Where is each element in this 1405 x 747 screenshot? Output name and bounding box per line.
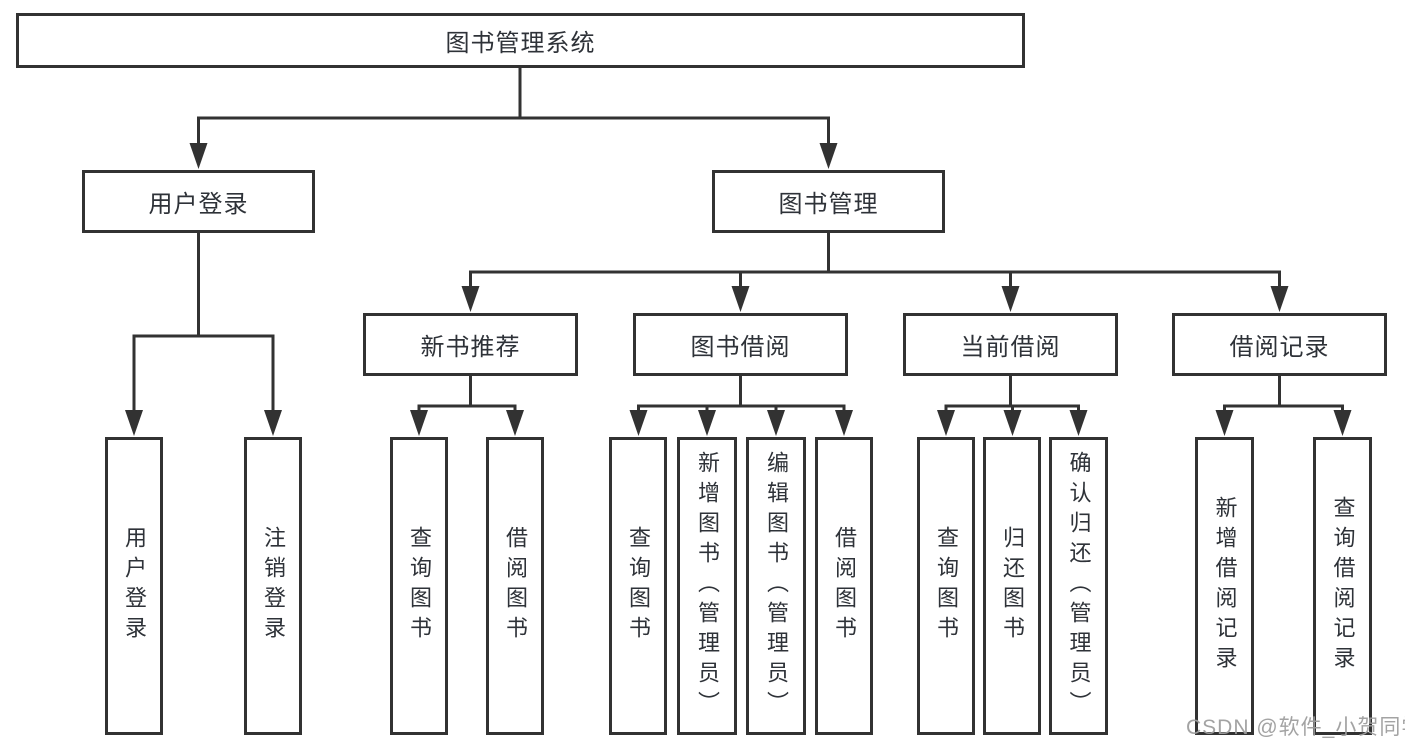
leaf-add-borrow-record: 新增借阅记录 — [1195, 437, 1254, 735]
leaf-label: 确认归还（管理员） — [1066, 451, 1092, 721]
leaf-edit-books-admin: 编辑图书（管理员） — [746, 437, 806, 735]
node-label: 新书推荐 — [420, 334, 521, 361]
leaf-user-login: 用户登录 — [105, 437, 163, 735]
node-label: 图书管理系统 — [445, 30, 596, 57]
leaf-query-books: 查询图书 — [917, 437, 975, 735]
leaf-confirm-return-admin: 确认归还（管理员） — [1049, 437, 1108, 735]
node-library-management-system: 图书管理系统 — [16, 13, 1025, 68]
node-current-borrowing: 当前借阅 — [903, 313, 1118, 376]
leaf-return-books: 归还图书 — [983, 437, 1041, 735]
node-label: 当前借阅 — [960, 334, 1061, 361]
node-label: 图书管理 — [778, 191, 879, 218]
node-book-management: 图书管理 — [712, 170, 945, 233]
leaf-label: 归还图书 — [1000, 526, 1025, 646]
leaf-label: 新增图书（管理员） — [695, 451, 720, 721]
leaf-label: 借阅图书 — [832, 526, 857, 646]
leaf-label: 查询图书 — [626, 526, 651, 646]
leaf-label: 用户登录 — [122, 526, 147, 646]
node-book-borrowing: 图书借阅 — [633, 313, 848, 376]
leaf-label: 查询借阅记录 — [1330, 496, 1356, 676]
leaf-label: 编辑图书（管理员） — [764, 451, 789, 721]
node-label: 借阅记录 — [1229, 334, 1330, 361]
leaf-query-borrow-record: 查询借阅记录 — [1313, 437, 1372, 735]
node-label: 用户登录 — [148, 191, 249, 218]
leaf-query-books: 查询图书 — [390, 437, 448, 735]
node-new-book-recommend: 新书推荐 — [363, 313, 578, 376]
leaf-borrow-books: 借阅图书 — [486, 437, 544, 735]
leaf-borrow-books: 借阅图书 — [815, 437, 873, 735]
leaf-logout: 注销登录 — [244, 437, 302, 735]
leaf-query-books: 查询图书 — [609, 437, 667, 735]
leaf-label: 查询图书 — [934, 526, 959, 646]
leaf-label: 新增借阅记录 — [1212, 496, 1238, 676]
csdn-watermark: CSDN @软件_小贺同学 — [1186, 716, 1405, 739]
leaf-label: 查询图书 — [407, 526, 432, 646]
leaf-label: 借阅图书 — [503, 526, 528, 646]
leaf-add-books-admin: 新增图书（管理员） — [677, 437, 737, 735]
node-label: 图书借阅 — [690, 334, 791, 361]
leaf-label: 注销登录 — [261, 526, 286, 646]
node-borrowing-records: 借阅记录 — [1172, 313, 1387, 376]
node-user-login: 用户登录 — [82, 170, 315, 233]
